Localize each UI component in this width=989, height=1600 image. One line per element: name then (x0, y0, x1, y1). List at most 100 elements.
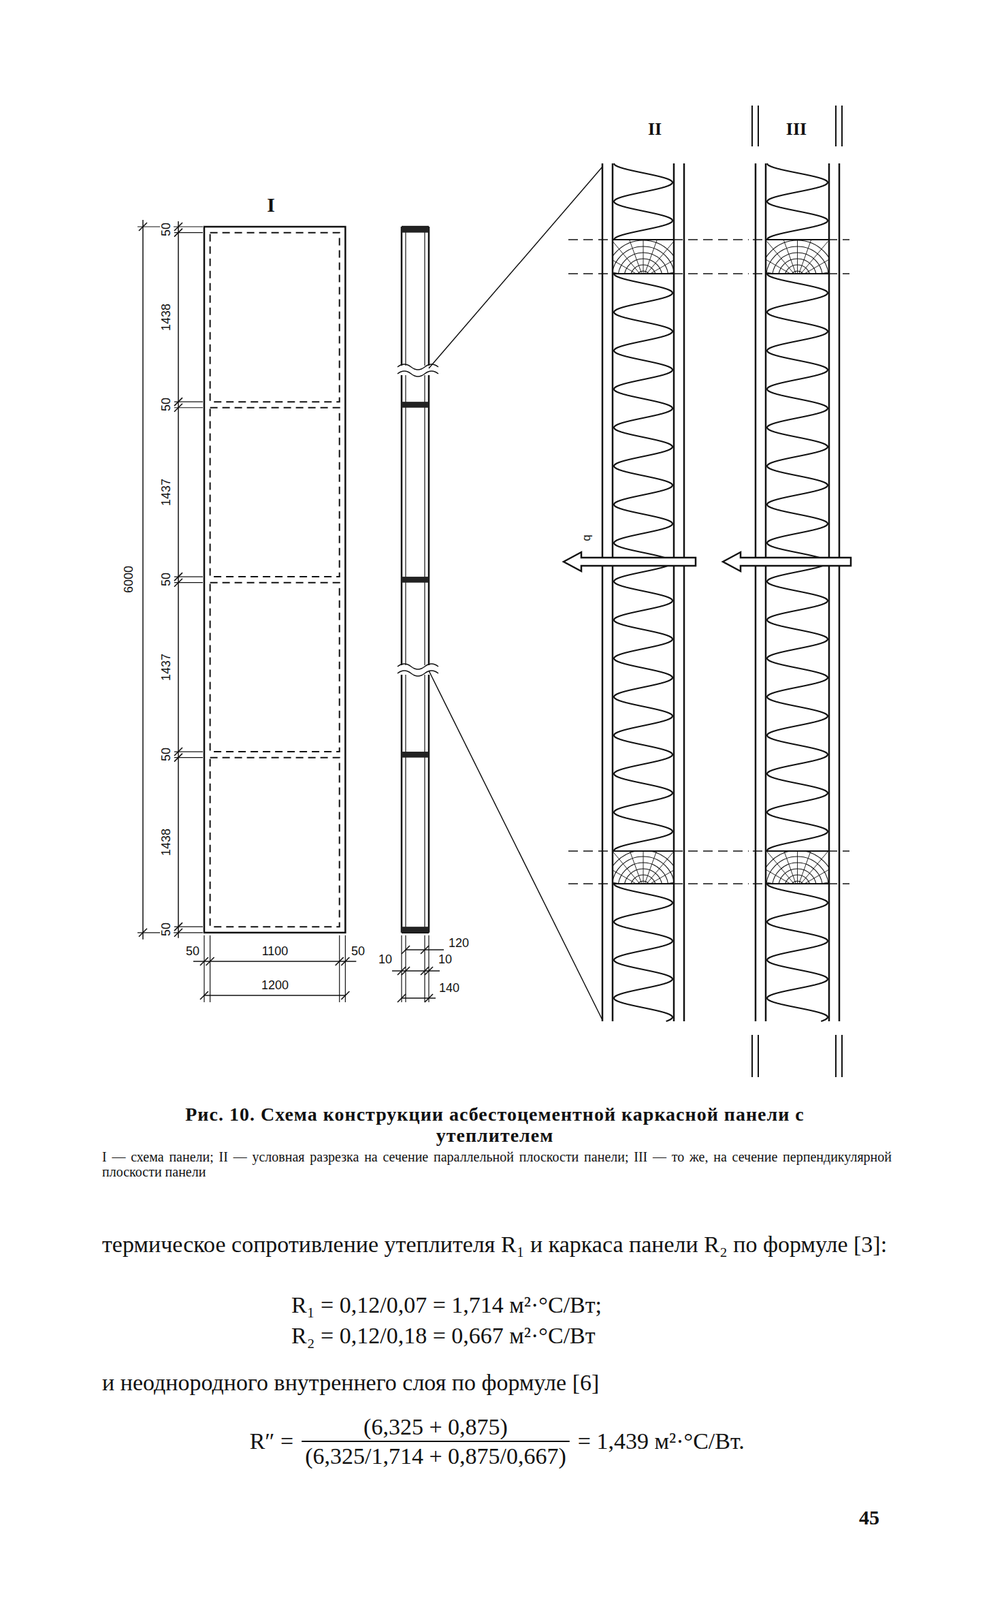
extension-line (428, 935, 429, 1002)
fraction-bar (301, 1440, 570, 1442)
break-mark (397, 670, 439, 676)
dimension: 50 (159, 746, 174, 762)
grain-line (643, 239, 644, 274)
dimension: 10 (377, 952, 393, 967)
dimension-tick (341, 991, 350, 1000)
formula-denominator: (6,325/1,714 + 0,875/0,667) (304, 1443, 567, 1469)
timber-rib (612, 239, 674, 274)
grain-line (781, 239, 798, 274)
formula-numerator: (6,325 + 0,875) (363, 1413, 508, 1439)
dimension-line (177, 221, 180, 938)
formula: = 1,439 м²·°C/Вт. (577, 1428, 745, 1454)
extension-line (400, 935, 402, 1002)
section-line (568, 882, 749, 884)
break-gap (400, 665, 431, 675)
grain-line (797, 239, 798, 274)
grain-line (643, 850, 644, 884)
page-number: 45 (858, 1505, 880, 1529)
grain-line (643, 863, 674, 884)
dimension-tick (138, 928, 148, 937)
break-line (835, 1034, 837, 1077)
break-line (841, 1034, 843, 1077)
dimension: 10 (437, 952, 453, 967)
section-line (752, 272, 850, 274)
figure-number: III (786, 119, 807, 140)
dimension: 140 (438, 981, 461, 996)
timber-rib (612, 850, 674, 884)
dimension-line (142, 219, 144, 940)
section-line (752, 882, 850, 884)
break-line (757, 1034, 759, 1077)
dimension: 1438 (159, 302, 174, 332)
dimension-tick (174, 403, 183, 412)
grain-line (765, 253, 798, 274)
break-line (751, 1034, 753, 1077)
extension-line (404, 935, 406, 1002)
timber-rib (765, 239, 830, 274)
dimension: 50 (185, 944, 201, 959)
extension-line (338, 935, 340, 1002)
flow-symbol: q (580, 533, 594, 542)
figure-number: II (647, 119, 662, 140)
break-mark (397, 663, 439, 670)
grain-line (626, 850, 644, 884)
dimension-tick (420, 945, 429, 954)
dimension-tick (397, 966, 406, 975)
rib-outline (612, 239, 674, 274)
grain-line (612, 253, 644, 274)
dimension-line (392, 969, 440, 972)
grain-line (612, 863, 644, 884)
dimension-tick (174, 753, 183, 762)
formula: R″ = (249, 1428, 295, 1454)
extension-line (345, 935, 346, 1002)
skin-line (673, 163, 676, 1021)
extension-line (209, 935, 211, 1002)
grain-line (781, 850, 798, 884)
skin-line (601, 163, 604, 1021)
dimension: 50 (159, 221, 174, 237)
rib-band (401, 926, 429, 933)
grain-line (643, 239, 660, 274)
grain-line (765, 863, 798, 884)
grain-line (797, 850, 815, 884)
dimension-tick (200, 991, 209, 1000)
grain-line (612, 240, 644, 274)
dimension: 50 (350, 944, 366, 959)
section-line (568, 850, 749, 851)
break-line (757, 105, 759, 147)
dimension: 120 (447, 936, 470, 951)
break-mark (397, 370, 439, 377)
skin-line (754, 163, 757, 1021)
dimension-line (401, 997, 436, 999)
section-line (752, 850, 850, 851)
rib-band (401, 401, 429, 408)
dimension-tick (420, 966, 429, 975)
dimension: 50 (159, 396, 174, 412)
dimension-tick (174, 228, 183, 237)
extension-line (424, 935, 425, 1002)
insulation-cell (210, 582, 340, 752)
grain-line (643, 850, 660, 884)
section-line (752, 238, 850, 240)
dimension-tick (397, 993, 406, 1002)
dimension-tick (138, 222, 148, 231)
skin-line (828, 163, 831, 1021)
body-text: термическое сопротивление утеплителя R₁ … (102, 1228, 892, 1260)
section-line (568, 272, 749, 274)
insulation-wave (767, 883, 828, 1021)
dimension: 50 (159, 921, 174, 937)
grain-line (767, 240, 798, 274)
grain-line (767, 850, 798, 884)
insulation-cell (210, 407, 340, 577)
skin-line (838, 163, 841, 1021)
dimension: 6000 (122, 564, 137, 594)
break-line (751, 105, 753, 147)
dimensions (137, 219, 444, 1002)
grain-line (797, 850, 798, 884)
body-text: и неоднородного внутреннего слоя по форм… (102, 1369, 599, 1395)
section-line (568, 238, 749, 240)
panel-side-section (397, 226, 439, 933)
insulation-wave (613, 163, 673, 240)
